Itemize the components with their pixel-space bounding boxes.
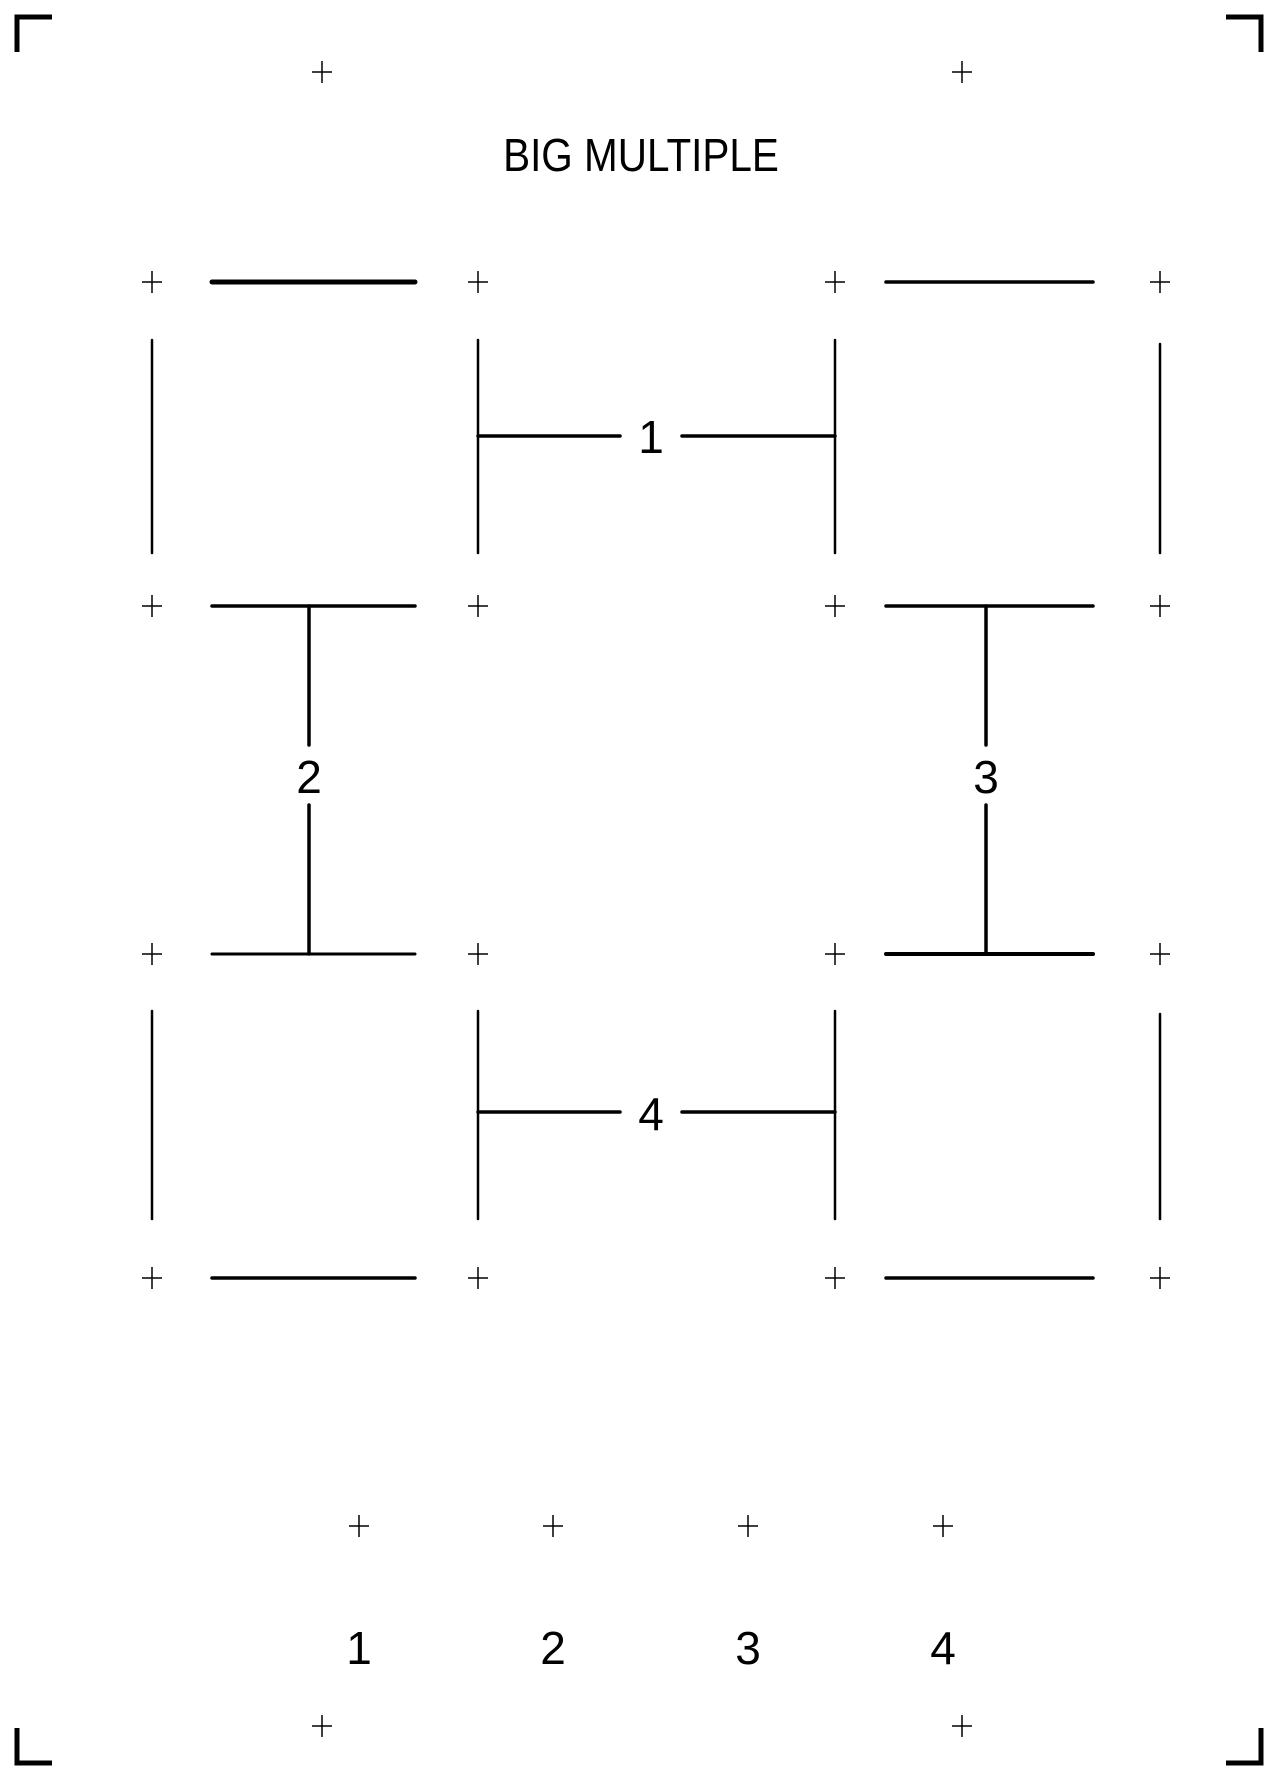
cross-mark [738,1515,758,1537]
page-title: BIG MULTIPLE [503,131,779,182]
bottom-label-2: 2 [540,1622,566,1674]
connector-label-1: 1 [638,411,664,463]
cross-mark [825,1267,845,1289]
cross-mark [142,271,162,293]
cross-mark [468,271,488,293]
grid-segments [150,279,1162,1280]
corner-bottom-left [14,1728,52,1766]
cross-mark [933,1515,953,1537]
cross-mark [468,595,488,617]
corner-bottom-right [1226,1728,1264,1766]
cross-mark [825,595,845,617]
cross-mark [142,1267,162,1289]
bottom-label-4: 4 [930,1622,956,1674]
cross-mark [952,1715,972,1737]
cross-mark [1150,595,1170,617]
cross-mark [825,271,845,293]
cross-mark [468,1267,488,1289]
cross-mark [825,943,845,965]
registration-crosses [142,61,1170,1737]
cross-mark [142,943,162,965]
cross-mark [312,1715,332,1737]
cross-mark [349,1515,369,1537]
cross-mark [142,595,162,617]
cross-mark [1150,943,1170,965]
cross-mark [468,943,488,965]
corner-top-left [14,14,52,52]
cross-mark [312,61,332,83]
cross-mark [1150,271,1170,293]
cross-mark [1150,1267,1170,1289]
corner-top-right [1226,14,1264,52]
connector-label-2: 2 [296,751,322,803]
cross-mark [543,1515,563,1537]
connector-label-3: 3 [973,751,999,803]
bottom-label-1: 1 [346,1622,372,1674]
connector-label-4: 4 [638,1088,664,1140]
cross-mark [952,61,972,83]
bottom-label-3: 3 [735,1622,761,1674]
corner-marks [14,14,1264,1766]
